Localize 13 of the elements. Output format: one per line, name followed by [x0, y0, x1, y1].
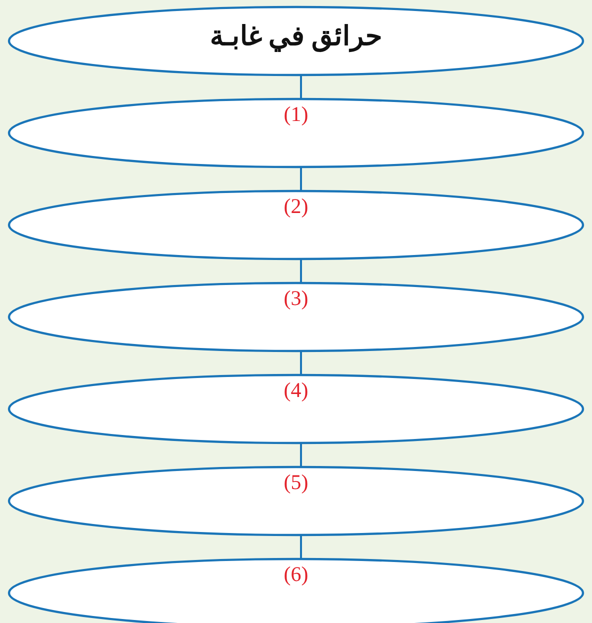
- connector-line: [300, 536, 302, 558]
- step-number: (2): [284, 194, 308, 219]
- step-number: (5): [284, 470, 308, 495]
- connector-line: [300, 168, 302, 190]
- connector-line: [300, 444, 302, 466]
- connector-line: [300, 260, 302, 282]
- connector-line: [300, 352, 302, 374]
- step-number: (6): [284, 562, 308, 587]
- step-number: (3): [284, 286, 308, 311]
- connector-line: [300, 76, 302, 98]
- step-number: (4): [284, 378, 308, 403]
- step-number: (1): [284, 102, 308, 127]
- title-text: حرائق في غابـة: [210, 20, 382, 52]
